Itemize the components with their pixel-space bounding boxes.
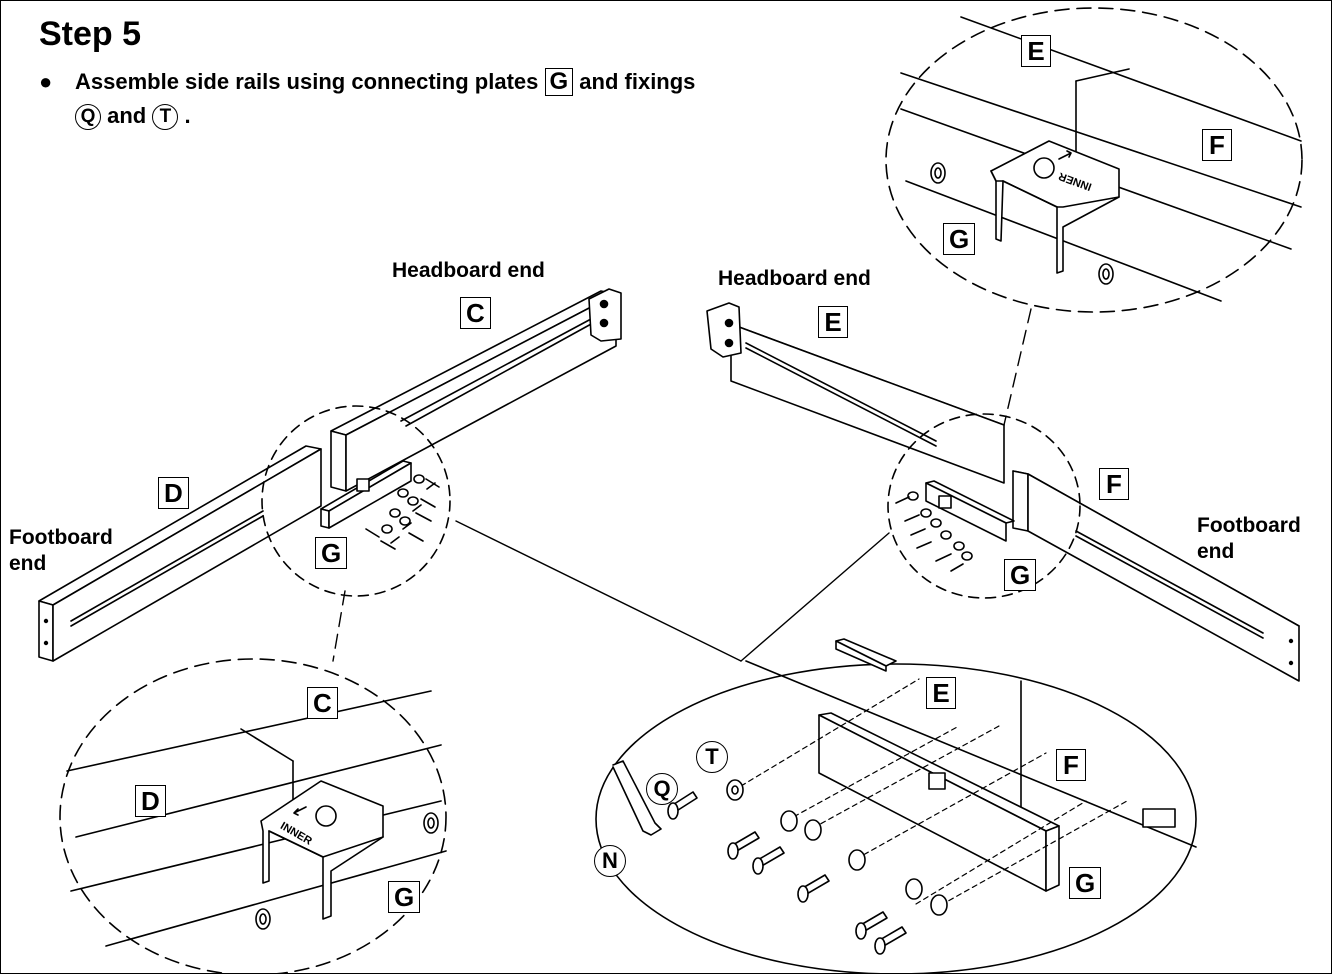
part-c-label-main: C [460, 297, 491, 329]
footboard-right-end-word: end [1197, 540, 1235, 563]
footboard-right-word: Footboard [1197, 514, 1301, 537]
tool-n-label: N [594, 845, 626, 877]
fixing-q-label: Q [646, 773, 678, 805]
left-small-circle [261, 405, 451, 597]
instruction-and: and [107, 103, 147, 128]
instruction-part1: Assemble side rails using connecting pla… [75, 69, 539, 94]
right-small-circle [887, 413, 1081, 599]
rail-e [706, 302, 1005, 484]
headboard-end-left-label: Headboard end [392, 259, 545, 282]
bullet-icon: ● [39, 69, 53, 94]
instruction-part2: and fixings [579, 69, 696, 94]
part-f-label-main: F [1099, 468, 1129, 500]
rail-d [38, 445, 322, 662]
callout-lines [332, 308, 1032, 662]
part-f-label-fixings: F [1056, 749, 1086, 781]
headboard-end-right-label: Headboard end [718, 267, 871, 290]
part-f-label-detail: F [1202, 129, 1232, 161]
left-plate-g [320, 460, 412, 529]
fixing-t-inline-icon: T [152, 104, 179, 131]
part-g-label-right: G [1004, 559, 1037, 591]
footboard-right-label: Footboard end [1197, 513, 1301, 565]
bottom-left-detail-view: INNER [59, 658, 447, 973]
part-e-label-detail: E [1021, 35, 1051, 67]
top-right-detail-view: INNER [885, 7, 1303, 313]
rail-f [1012, 470, 1300, 682]
footboard-left-word: Footboard [9, 526, 113, 549]
allen-key-n-icon: N [594, 845, 626, 877]
part-d-label-main: D [158, 477, 189, 509]
part-e-label-main: E [818, 306, 848, 338]
instruction-text: ● Assemble side rails using connecting pl… [39, 65, 695, 133]
fixing-t-icon: T [696, 741, 728, 773]
part-c-label-detail: C [307, 687, 338, 719]
fixing-q-icon: Q [646, 773, 678, 805]
step-title: Step 5 [39, 15, 142, 53]
plate-g-inline-label: G [544, 68, 574, 96]
footboard-left-label: Footboard end [9, 525, 113, 577]
right-screws [895, 491, 973, 572]
fixing-t-label: T [696, 741, 728, 773]
part-d-label-detail: D [135, 785, 166, 817]
part-e-label-fixings: E [926, 677, 956, 709]
right-plate-g [925, 480, 1015, 542]
part-g-label-fixings: G [1069, 867, 1102, 899]
rail-c [330, 288, 622, 492]
footboard-left-end-word: end [9, 552, 47, 575]
part-g-label-left: G [315, 537, 348, 569]
part-g-label-detail-bottom: G [388, 881, 421, 913]
instruction-end: . [184, 103, 191, 128]
fixing-q-inline-icon: Q [75, 104, 101, 131]
bottom-right-detail-view [595, 638, 1197, 973]
part-g-label-detail-top: G [943, 223, 976, 255]
left-screws [365, 474, 440, 550]
